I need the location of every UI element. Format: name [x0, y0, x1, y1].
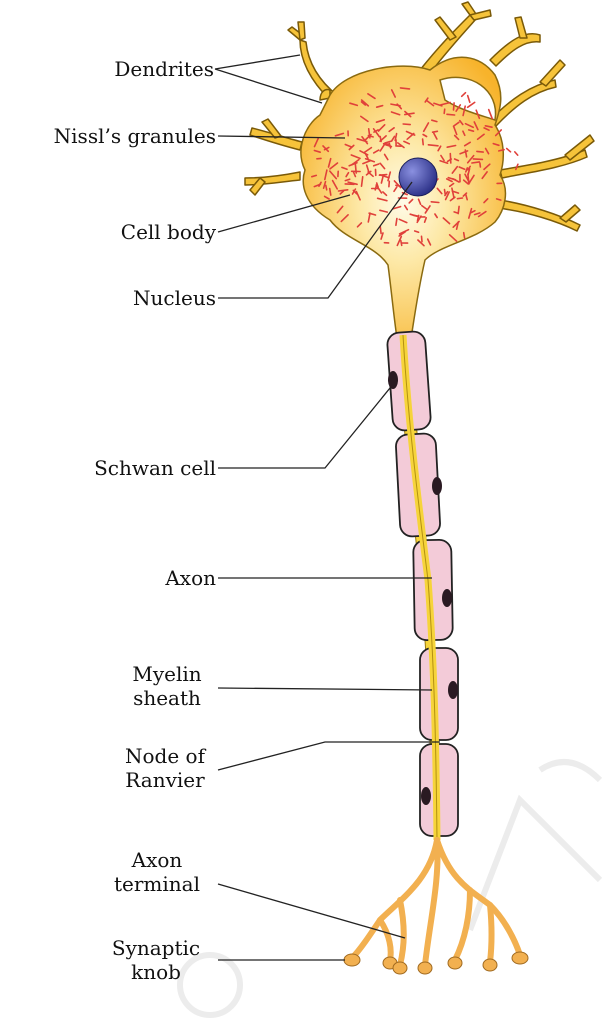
nissl-granule [375, 186, 376, 190]
nissl-granule [401, 241, 402, 246]
label-node-line-2: Ranvier [108, 768, 222, 792]
node-leader [218, 742, 440, 770]
synaptic-knobs [344, 952, 528, 974]
label-nucleus: Nucleus [133, 286, 216, 310]
nissl-granule [433, 131, 438, 132]
label-axon: Axon [165, 566, 216, 590]
nissl-granule [515, 152, 518, 155]
nissl-granule [431, 202, 439, 203]
label-schwan-cell: Schwan cell [94, 456, 216, 480]
label-synaptic-knob: Synaptic knob [98, 936, 214, 984]
nissl-granule [472, 162, 479, 163]
label-myelin-sheath: Myelin sheath [112, 662, 222, 710]
label-synaptic-line-1: Synaptic [98, 936, 214, 960]
dendrites-leader-1 [215, 55, 300, 69]
nissl-granule [423, 139, 424, 145]
nissl-granule [447, 114, 455, 115]
label-dendrites: Dendrites [114, 57, 214, 81]
axon-terminal-leader [218, 884, 405, 938]
label-nissl-granules: Nissl’s granules [54, 124, 216, 148]
nissl-granule [428, 145, 438, 146]
label-node-line-1: Node of [108, 744, 222, 768]
nissl-granule [401, 88, 410, 89]
watermark [180, 762, 600, 1015]
nissl-granule [380, 226, 381, 233]
schwan-cell-leader [218, 388, 390, 468]
nissl-granule [457, 198, 462, 199]
label-axon-terminal-line-1: Axon [102, 848, 212, 872]
nissl-granule [445, 190, 446, 195]
label-node-of-ranvier: Node of Ranvier [108, 744, 222, 792]
label-cell-body: Cell body [121, 220, 216, 244]
nissl-granule [477, 151, 483, 152]
dendrites-leader-2 [215, 69, 322, 103]
nissl-granule [330, 189, 331, 196]
myelin-leader [218, 688, 432, 690]
nissl-granule [454, 103, 455, 110]
nissl-granule [507, 149, 511, 152]
nissl-granule [473, 159, 482, 160]
myelin-sheath-segments [387, 331, 458, 836]
nissl-granule [403, 124, 410, 125]
nissl-granule [480, 163, 481, 167]
label-axon-terminal: Axon terminal [102, 848, 212, 896]
nissl-granule [444, 109, 445, 113]
nissl-granule [396, 219, 397, 226]
nissl-granule [450, 154, 451, 163]
label-synaptic-line-2: knob [98, 960, 214, 984]
nissl-granule [326, 185, 327, 189]
label-axon-terminal-line-2: terminal [102, 872, 212, 896]
nissl-granule [464, 233, 465, 238]
label-myelin-line-2: sheath [112, 686, 222, 710]
nissl-granule [422, 236, 423, 241]
label-myelin-line-1: Myelin [112, 662, 222, 686]
nissl-granule [414, 215, 419, 216]
nissl-granule [384, 144, 389, 145]
nissl-granule [355, 164, 356, 174]
nucleus-shape [399, 158, 437, 196]
